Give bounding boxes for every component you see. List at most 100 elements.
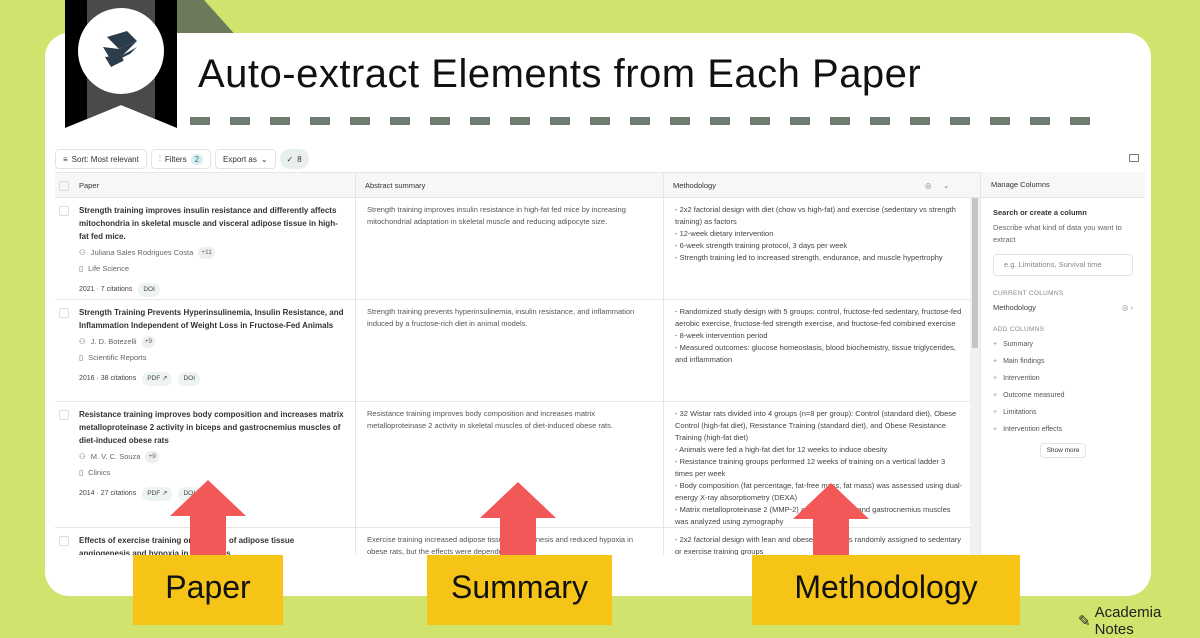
methodology-item: - 12-week dietary intervention — [675, 229, 774, 238]
methodology-item: - 6-week strength training protocol, 3 d… — [675, 241, 848, 250]
methodology-item: - 2x2 factorial design with diet (chow v… — [675, 205, 956, 226]
scrollbar-thumb[interactable] — [972, 198, 978, 348]
journal: Clinics — [88, 468, 111, 477]
link-chip[interactable]: DOI — [138, 283, 160, 297]
paper-title[interactable]: Strength training improves insulin resis… — [79, 206, 338, 241]
journal-icon: ▯ — [79, 353, 84, 362]
methodology-item: - Body composition (fat percentage, fat-… — [675, 481, 963, 502]
methodology-item: - Measured outcomes: glucose homeostasis… — [675, 343, 956, 364]
check-icon: ✓ — [286, 154, 294, 164]
journal-icon: ▯ — [79, 264, 84, 273]
chevron-down-icon[interactable]: ⌄ — [943, 181, 950, 190]
plus-icon: + — [993, 358, 998, 365]
author: M. V. C. Souza — [90, 452, 141, 461]
authors-icon: ⚇ — [79, 337, 86, 346]
target-icon[interactable]: ◎ — [925, 181, 932, 190]
current-columns-label: CURRENT COLUMNS — [993, 290, 1064, 297]
add-column-item[interactable]: +Main findings — [993, 358, 1045, 365]
add-column-item[interactable]: +Limitations — [993, 409, 1037, 416]
methodology-item: - Animals were fed a high-fat diet for 1… — [675, 445, 888, 454]
methodology-item: - 32 Wistar rats divided into 4 groups (… — [675, 409, 957, 442]
plus-icon: + — [993, 392, 998, 399]
label-methodology: Methodology — [752, 555, 1020, 625]
column-header-paper[interactable]: Paper — [79, 181, 100, 190]
table-row[interactable]: Strength training improves insulin resis… — [55, 198, 970, 300]
sort-icon: ≡ — [63, 154, 68, 164]
selected-count-button[interactable]: ✓8 — [279, 149, 309, 169]
table-row[interactable]: Strength Training Prevents Hyperinsuline… — [55, 300, 970, 402]
paper-title[interactable]: Strength Training Prevents Hyperinsuline… — [79, 308, 344, 330]
brand: ✎Academia Notes — [1078, 604, 1162, 638]
row-checkbox[interactable] — [59, 410, 69, 420]
journal: Life Science — [88, 264, 129, 273]
paper-title[interactable]: Effects of exercise training on markers … — [79, 536, 295, 555]
more-authors: +11 — [198, 247, 215, 259]
link-chip[interactable]: PDF ↗ — [142, 487, 173, 501]
book-pen-icon: ✎ — [1078, 613, 1091, 630]
search-column-title: Search or create a column — [993, 208, 1087, 217]
authors-icon: ⚇ — [79, 452, 86, 461]
paper-title[interactable]: Resistance training improves body compos… — [79, 410, 344, 445]
show-more-button[interactable]: Show more — [1040, 443, 1086, 458]
plus-icon: + — [993, 341, 998, 348]
filter-icon: ⫶ — [158, 154, 161, 163]
table-header: Paper Abstract summary Methodology ◎ ⌄ — [55, 172, 1145, 198]
column-divider — [355, 172, 356, 555]
link-chip[interactable]: PDF ↗ — [142, 372, 173, 386]
manage-columns-panel: Manage Columns Search or create a column… — [980, 172, 1145, 555]
column-header-methodology[interactable]: Methodology — [673, 181, 716, 190]
target-chevron-icon: ◎ › — [1121, 303, 1133, 312]
link-chip[interactable]: DOI — [178, 372, 201, 386]
add-column-item[interactable]: +Intervention effects — [993, 426, 1063, 433]
label-summary: Summary — [427, 555, 612, 625]
page-title: Auto-extract Elements from Each Paper — [198, 52, 922, 96]
methodology-item: - Randomized study design with 5 groups:… — [675, 307, 962, 328]
abstract-summary: Strength training improves insulin resis… — [367, 205, 626, 226]
table-scrollbar[interactable] — [970, 198, 980, 555]
dashed-divider — [190, 117, 1110, 125]
year-citations: 2014 · 27 citations — [79, 490, 137, 497]
plus-icon: + — [993, 409, 998, 416]
add-columns-label: ADD COLUMNS — [993, 326, 1045, 333]
authors-icon: ⚇ — [79, 248, 86, 257]
author: J. D. Botezelli — [90, 337, 137, 346]
column-header-abstract[interactable]: Abstract summary — [365, 181, 426, 190]
abstract-summary: Resistance training improves body compos… — [367, 409, 613, 430]
column-search-input[interactable]: e.g. Limitations, Survival time — [993, 254, 1133, 276]
chevron-down-icon: ⌄ — [260, 154, 268, 164]
arrow-up-icon — [480, 482, 556, 557]
methodology-item: - Strength training led to increased str… — [675, 253, 943, 262]
arrow-up-icon — [793, 483, 869, 558]
more-authors: +9 — [145, 451, 159, 463]
manage-columns-title: Manage Columns — [981, 172, 1145, 198]
row-checkbox[interactable] — [59, 206, 69, 216]
row-checkbox[interactable] — [59, 308, 69, 318]
add-column-item[interactable]: +Outcome measured — [993, 392, 1065, 399]
arrow-up-icon — [170, 480, 246, 555]
more-authors: +9 — [141, 336, 156, 348]
journal-icon: ▯ — [79, 468, 84, 477]
methodology-item: - 8-week intervention period — [675, 331, 768, 340]
author: Juliana Sales Rodrigues Costa — [90, 248, 194, 257]
methodology-item: - Resistance training groups performed 1… — [675, 457, 946, 478]
add-column-item[interactable]: +Intervention — [993, 375, 1040, 382]
label-paper: Paper — [133, 555, 283, 625]
plus-icon: + — [993, 426, 998, 433]
abstract-summary: Strength training prevents hyperinsuline… — [367, 307, 635, 328]
export-button[interactable]: Export as⌄ — [215, 149, 276, 169]
year-citations: 2021 · 7 citations — [79, 286, 133, 293]
sidebar-toggle-icon[interactable] — [1129, 154, 1139, 162]
books-logo-icon — [78, 8, 164, 94]
plus-icon: + — [993, 375, 998, 382]
row-checkbox[interactable] — [59, 536, 69, 546]
add-column-item[interactable]: +Summary — [993, 341, 1034, 348]
journal: Scientific Reports — [88, 353, 147, 362]
column-divider — [663, 172, 664, 555]
search-column-description: Describe what kind of data you want to e… — [993, 223, 1122, 244]
select-all-checkbox[interactable] — [59, 181, 69, 191]
current-column-methodology[interactable]: Methodology◎ › — [993, 303, 1133, 312]
sort-button[interactable]: ≡Sort: Most relevant — [55, 149, 147, 169]
filters-count-badge: 2 — [190, 153, 204, 165]
